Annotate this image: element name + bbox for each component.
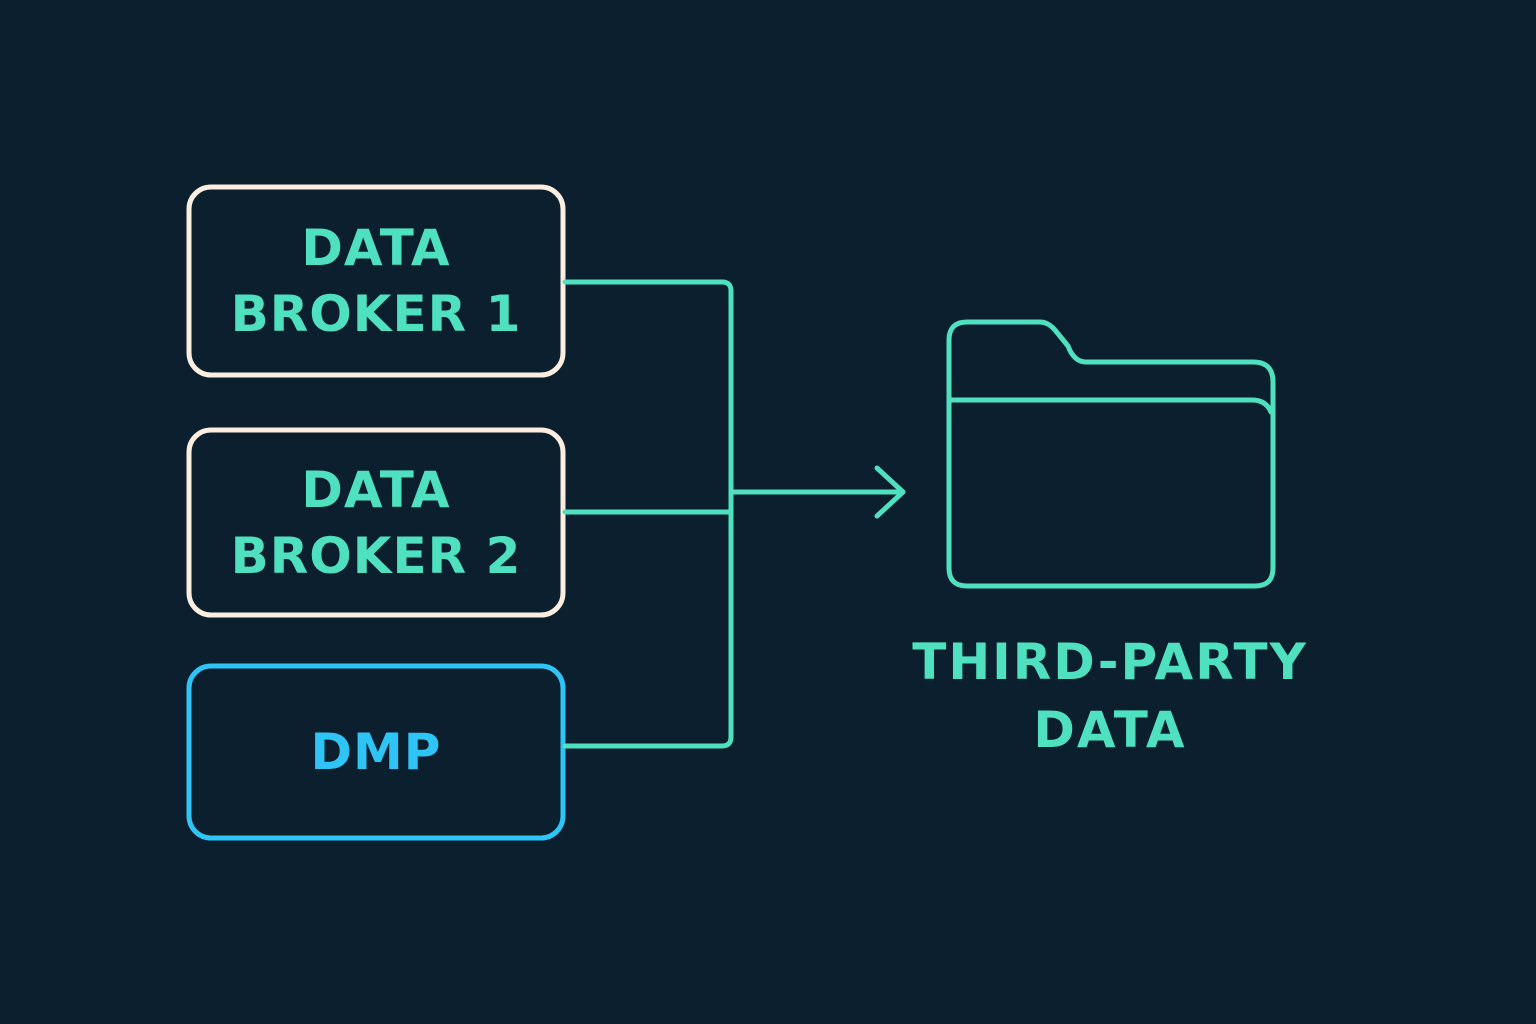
source-box-dmp [186,663,566,841]
arrow-right-icon [874,465,906,519]
source-label-broker1: DATA BROKER 1 [230,219,522,343]
source-label-broker2: DATA BROKER 2 [230,460,522,585]
source-label-dmp: DMP [310,723,442,781]
source-box-broker2 [186,427,566,618]
folder-icon [946,319,1276,589]
destination-label: THIRD-PARTY DATA [912,633,1308,759]
